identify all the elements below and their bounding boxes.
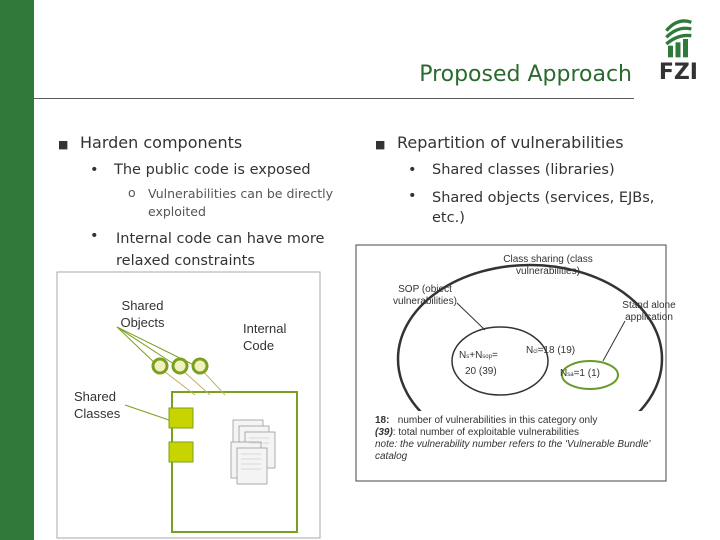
fzi-logo-icon <box>665 19 692 58</box>
right-sub-bullet-1: • Shared classes (libraries) <box>408 162 615 178</box>
component-diagram <box>56 271 321 539</box>
left-sub-bullet-2: • Internal code can have more relaxed co… <box>90 228 350 272</box>
ncl-value-text: =18 (19) <box>537 345 576 356</box>
sum-value: 20 (39) <box>465 366 497 377</box>
stand-alone-label: Stand alone application <box>622 300 676 323</box>
internal-code-label: Internal Code <box>243 321 287 353</box>
left-subsub-bullet-1: o Vulnerabilities can be directly exploi… <box>128 185 348 221</box>
right-sub-bullet-2-text: Shared objects (services, EJBs, etc.) <box>432 190 655 226</box>
right-bullet-1: ■ Repartition of vulnerabilities <box>375 133 624 152</box>
right-sub-bullet-2: • Shared objects (services, EJBs, etc.) <box>408 188 668 228</box>
n-label: N <box>459 350 467 361</box>
left-bullet-1-text: Harden components <box>80 133 243 152</box>
class-sharing-label: Class sharing (class vulnerabilities) <box>503 254 593 277</box>
sidebar-bar <box>0 0 34 540</box>
shared-objects-label: Shared Objects <box>120 298 165 330</box>
right-bullet-1-text: Repartition of vulnerabilities <box>397 133 624 152</box>
left-subsub-bullet-1-text: Vulnerabilities can be directly exploite… <box>148 186 334 219</box>
sop-label: SOP (object vulnerabilities) <box>393 284 457 307</box>
right-sub-bullet-1-text: Shared classes (libraries) <box>432 162 615 178</box>
legend-box: 18: number of vulnerabilities in this ca… <box>375 415 667 463</box>
legend-line-2: (39): total number of exploitable vulner… <box>375 427 667 439</box>
logo-text: FZI <box>658 60 698 85</box>
nsa-value-text: =1 (1) <box>573 368 600 379</box>
left-bullet-1: ■ Harden components <box>58 133 242 152</box>
legend-text-1: number of vulnerabilities in this catego… <box>397 415 598 426</box>
left-sub-bullet-1-text: The public code is exposed <box>114 162 311 178</box>
dot-bullet-icon: • <box>408 162 417 178</box>
legend-line-3: note: the vulnerability number refers to… <box>375 439 651 462</box>
legend-bold-2: (39) <box>375 427 393 438</box>
circle-bullet-icon: o <box>128 185 136 200</box>
vulnerability-venn-diagram <box>355 244 667 482</box>
square-bullet-icon: ■ <box>375 138 386 151</box>
dot-bullet-icon: • <box>408 188 417 204</box>
title-divider <box>34 98 634 99</box>
dot-bullet-icon: • <box>90 162 99 178</box>
left-sub-bullet-1: • The public code is exposed <box>90 162 311 178</box>
legend-text-2: : total number of exploitable vulnerabil… <box>392 427 580 438</box>
nsa-value: Nsa=1 (1) <box>560 368 600 379</box>
legend-line-1: 18: number of vulnerabilities in this ca… <box>375 415 667 427</box>
ncl-value: Ncl=18 (19) <box>526 345 576 356</box>
shared-classes-label: Shared Classes <box>74 389 121 421</box>
nsop-ncl-sum: Ns+Nsop= <box>459 350 498 361</box>
dot-bullet-icon: • <box>90 228 99 244</box>
page-title: Proposed Approach <box>419 62 632 87</box>
legend-bold-1: 18: <box>375 415 390 426</box>
square-bullet-icon: ■ <box>58 138 69 151</box>
left-sub-bullet-2-text: Internal code can have more relaxed cons… <box>116 231 325 269</box>
